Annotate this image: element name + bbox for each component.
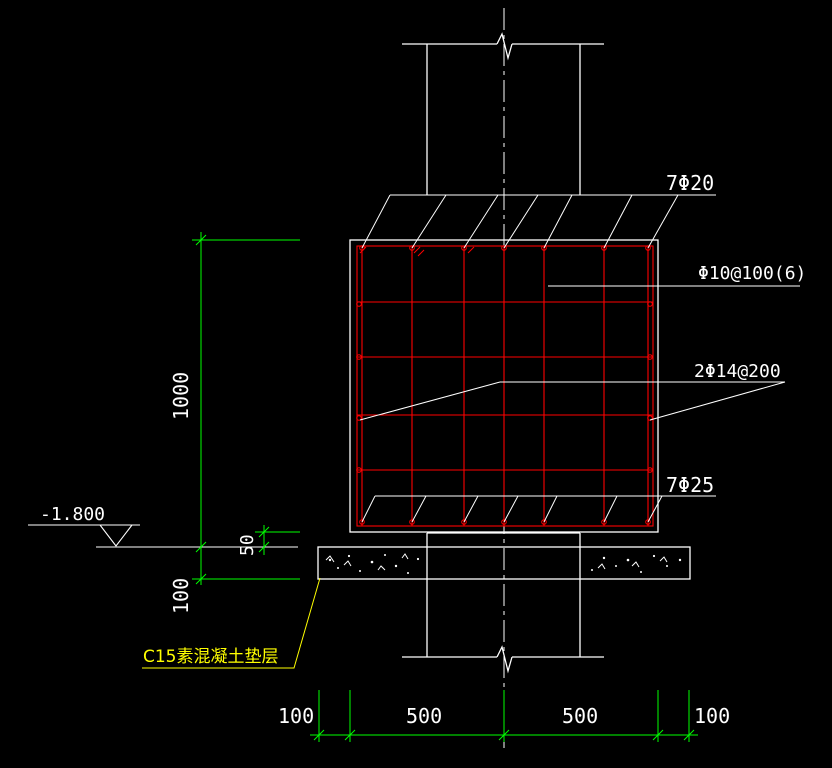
bottom-bars-label: 7Φ25 bbox=[666, 473, 714, 497]
width-dim-right-half: 500 bbox=[562, 704, 598, 728]
side-bars-label: 2Φ14@200 bbox=[694, 361, 781, 382]
cover-dim-label: 50 bbox=[237, 534, 258, 556]
bottom-rebar-dots bbox=[359, 519, 651, 525]
pad-note-leader bbox=[142, 577, 321, 669]
width-dim-right-edge: 100 bbox=[694, 704, 730, 728]
stirrup-label: Φ10@100(6) bbox=[698, 263, 806, 284]
width-dimension bbox=[310, 690, 698, 742]
rebar-cage bbox=[356, 245, 654, 527]
upper-column bbox=[402, 32, 604, 195]
height-dim-label: 1000 bbox=[169, 372, 193, 420]
elevation-label: -1.800 bbox=[40, 504, 105, 525]
side-bars-leader bbox=[359, 381, 786, 421]
bottom-bars-leader bbox=[361, 495, 716, 523]
lower-column bbox=[402, 532, 604, 674]
pad-dim-label: 100 bbox=[169, 578, 193, 614]
rebar-hook-ticks bbox=[359, 246, 475, 257]
top-bars-leader bbox=[361, 194, 716, 249]
width-dim-left-edge: 100 bbox=[278, 704, 314, 728]
beam-outline bbox=[349, 239, 659, 533]
pad-note-label: C15素混凝土垫层 bbox=[143, 647, 279, 667]
top-bars-label: 7Φ20 bbox=[666, 171, 714, 195]
width-dim-left-half: 500 bbox=[406, 704, 442, 728]
concrete-pad bbox=[317, 546, 691, 580]
height-dimension bbox=[192, 232, 300, 585]
side-rebar-dots bbox=[356, 301, 653, 473]
